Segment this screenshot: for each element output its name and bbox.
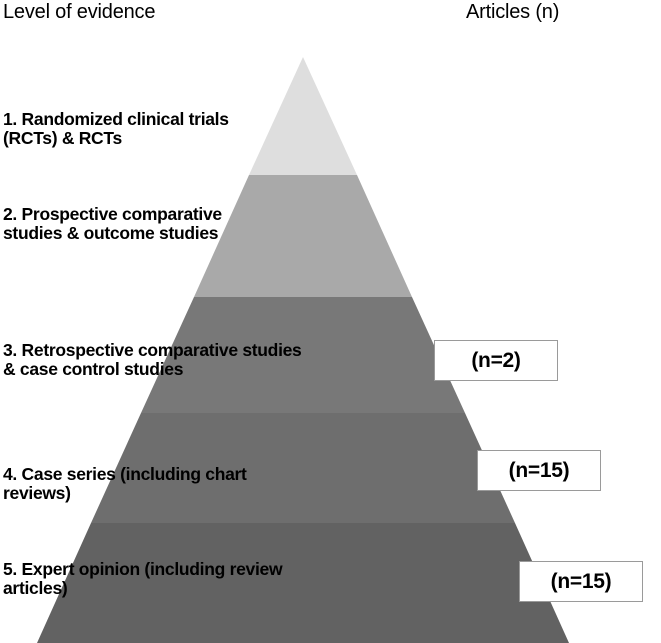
pyramid-band-level-1 bbox=[249, 57, 357, 175]
column-header-level-of-evidence: Level of evidence bbox=[3, 1, 156, 23]
callout-level-5: (n=15) bbox=[519, 561, 643, 602]
level-3-label: 3. Retrospective comparative studies & c… bbox=[3, 340, 302, 379]
column-header-articles-n: Articles (n) bbox=[466, 1, 560, 23]
pyramid-band-level-3 bbox=[141, 297, 465, 413]
pyramid-band-level-4 bbox=[91, 413, 515, 523]
pyramid-band-level-2 bbox=[194, 175, 412, 297]
level-1-label: 1. Randomized clinical trials (RCTs) & R… bbox=[3, 109, 229, 148]
callout-level-4: (n=15) bbox=[477, 450, 601, 491]
level-4-label: 4. Case series (including chart reviews) bbox=[3, 464, 247, 503]
level-2-label: 2. Prospective comparative studies & out… bbox=[3, 204, 222, 243]
level-5-label: 5. Expert opinion (including review arti… bbox=[3, 559, 283, 598]
pyramid-band-level-5 bbox=[37, 523, 569, 643]
callout-level-3: (n=2) bbox=[434, 340, 558, 381]
